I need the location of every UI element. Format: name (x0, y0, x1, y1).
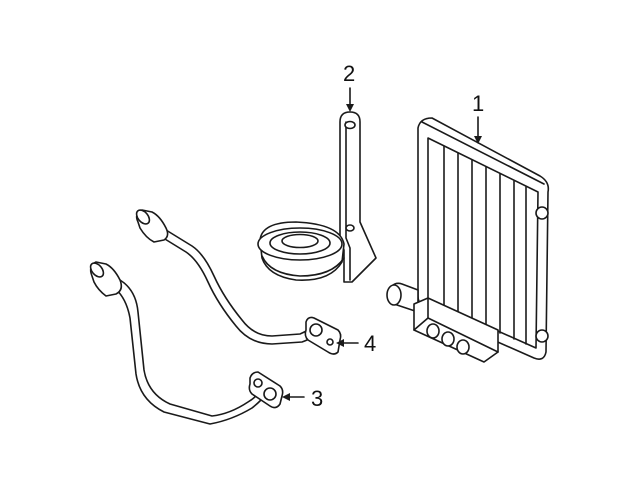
callout-1-label: 1 (472, 91, 484, 116)
callout-3-label: 3 (311, 386, 323, 411)
callout-2: 2 (343, 61, 355, 112)
callout-3: 3 (282, 386, 323, 411)
callout-4-arrowhead (336, 339, 344, 347)
callout-2-label: 2 (343, 61, 355, 86)
part-2-horn-bracket[interactable] (257, 111, 377, 283)
callout-1: 1 (472, 91, 484, 144)
callout-2-arrowhead (346, 104, 354, 112)
callout-1-arrowhead (474, 136, 482, 144)
part-3-cooler-line[interactable] (88, 261, 284, 425)
part-4-cooler-line[interactable] (134, 208, 342, 355)
callout-4: 4 (336, 331, 376, 356)
callout-3-arrowhead (282, 393, 290, 401)
part-1-oil-cooler[interactable] (386, 117, 550, 363)
callout-4-label: 4 (364, 331, 376, 356)
